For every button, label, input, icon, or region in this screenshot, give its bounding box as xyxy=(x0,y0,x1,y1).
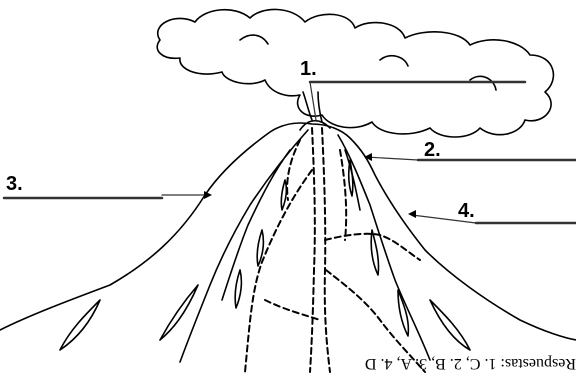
magma-branch-right-2 xyxy=(326,150,425,372)
label-1: 1. xyxy=(300,59,317,79)
magma-branch-left xyxy=(245,170,312,372)
magma-conduit-main xyxy=(310,128,315,372)
volcano-outline xyxy=(0,123,576,340)
label-3: 3. xyxy=(6,174,23,194)
answer-key: Respuestas: 1. C, 2. B, 3. A, 4. D xyxy=(262,352,576,374)
magma-chamber-edge xyxy=(265,300,320,320)
lava-streak xyxy=(60,180,286,350)
magma-conduit-secondary xyxy=(322,128,330,372)
ash-cloud xyxy=(157,9,553,137)
lava-flow-left xyxy=(180,130,308,362)
label-2: 2. xyxy=(424,140,441,160)
leader-line-2-arrow xyxy=(366,157,418,160)
arrowhead-4 xyxy=(408,210,416,218)
lava-streak-right xyxy=(349,160,470,350)
arrowhead-3 xyxy=(204,191,212,199)
leader-line-1-tail xyxy=(310,82,316,120)
label-4: 4. xyxy=(458,201,475,221)
